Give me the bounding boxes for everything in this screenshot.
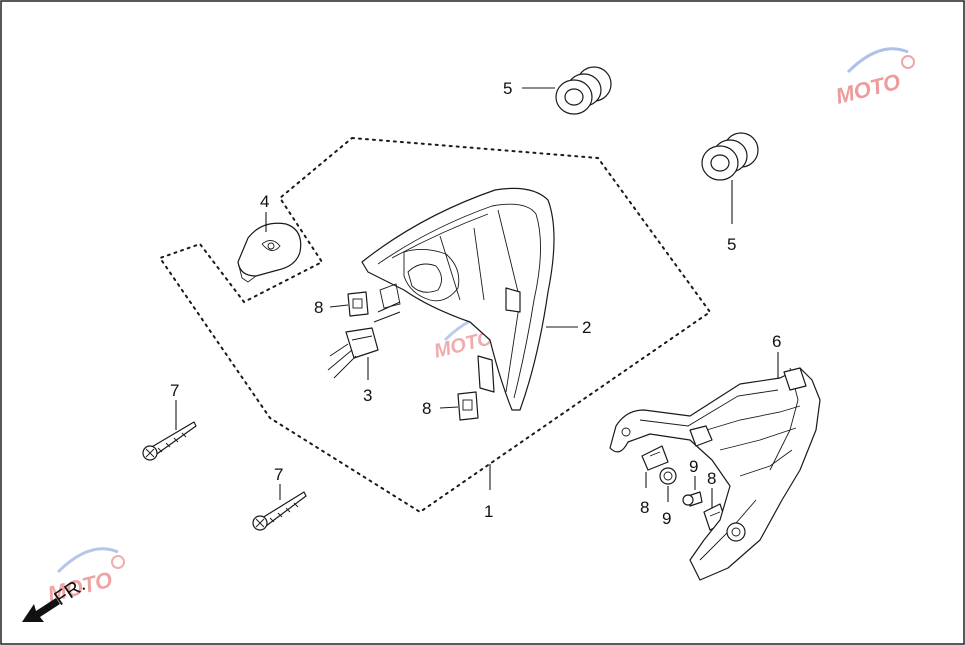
callout-7-upper: 7 <box>170 381 179 400</box>
clip-part-8-bracket-left <box>641 445 669 471</box>
callout-8-bracket-right: 8 <box>707 469 716 488</box>
assembly-outline-dotted <box>158 136 712 514</box>
callout-labels: 1 2 3 4 5 5 6 7 7 8 8 8 8 9 9 <box>170 79 781 528</box>
watermark-text: MOTO <box>833 69 903 109</box>
bulb-socket-part-3 <box>327 301 401 379</box>
clip-part-8-lower <box>457 391 479 421</box>
callout-6: 6 <box>772 332 781 351</box>
screw-part-7-lower <box>252 491 307 531</box>
grommet-part-5-top <box>555 66 612 115</box>
mounting-bracket-part-6 <box>609 367 821 581</box>
callout-8-lower: 8 <box>422 399 431 418</box>
callout-7-lower: 7 <box>274 465 283 484</box>
watermark-logo-top-right: MOTO <box>833 47 915 109</box>
leader-lines <box>175 87 779 508</box>
grommet-part-5-right <box>701 132 759 181</box>
callout-8-upper: 8 <box>314 298 323 317</box>
callout-3: 3 <box>363 386 372 405</box>
callout-5-right: 5 <box>727 235 736 254</box>
screw-part-7-upper <box>142 421 197 461</box>
clip-part-8-upper <box>347 291 369 317</box>
callout-8-bracket-left: 8 <box>640 498 649 517</box>
callout-4: 4 <box>260 192 269 211</box>
front-arrow-icon <box>22 598 60 622</box>
callout-9-right: 9 <box>689 457 698 476</box>
callout-5-top: 5 <box>503 79 512 98</box>
callout-2: 2 <box>582 318 591 337</box>
bolt-part-9-right <box>682 491 703 507</box>
tail-light-housing-part-2 <box>361 187 555 411</box>
callout-9-left: 9 <box>662 509 671 528</box>
bolt-part-9-left <box>659 467 677 485</box>
callout-1: 1 <box>484 502 493 521</box>
bulb-part-4 <box>237 222 302 283</box>
